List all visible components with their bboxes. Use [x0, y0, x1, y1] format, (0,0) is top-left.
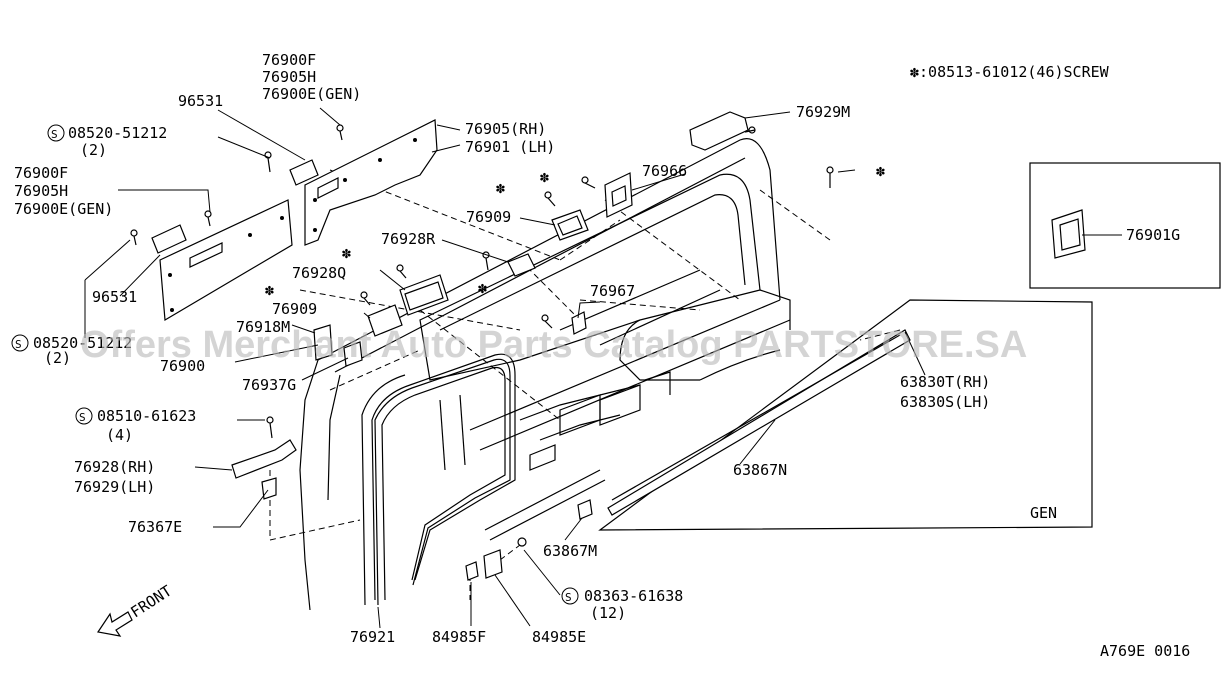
callout-labels: ✽:08513-61012(46)SCREW 76900F 76905H 769…: [14, 51, 1190, 660]
callout-76900E: 76900E(GEN): [14, 200, 113, 218]
callout-76367E: 76367E: [128, 518, 182, 536]
watermark-text: Offers Merchant Auto Parts Catalog PARTS…: [80, 324, 1027, 366]
asterisk-marker: ✽: [478, 279, 487, 297]
callout-76905H: 76905H: [14, 182, 68, 200]
callout-76905H: 76905H: [262, 68, 316, 86]
asterisk-marker: ✽: [265, 281, 274, 299]
callout-76928-rh: 76928(RH): [74, 458, 155, 476]
callout-08520-51212: 08520-51212: [33, 334, 132, 352]
callout-76929-lh: 76929(LH): [74, 478, 155, 496]
callout-08520-51212: 08520-51212: [68, 124, 167, 142]
callout-76900: 76900: [160, 357, 205, 375]
circled-s-symbols: S S S S: [11, 124, 579, 605]
screw-note: ✽:08513-61012(46)SCREW: [910, 63, 1110, 81]
weatherstrip: [374, 358, 511, 606]
small-parts: [231, 111, 749, 581]
gen-inset-box: [598, 299, 1093, 531]
callout-76900E: 76900E(GEN): [262, 85, 361, 103]
callout-76909: 76909: [466, 208, 511, 226]
trim-panel-lower: [159, 199, 293, 322]
callout-76966: 76966: [642, 162, 687, 180]
callout-76900F: 76900F: [14, 164, 68, 182]
svg-text:S: S: [15, 338, 22, 351]
svg-text:S: S: [565, 591, 572, 604]
callout-84985F: 84985F: [432, 628, 486, 646]
svg-text:S: S: [51, 128, 58, 141]
callout-63867M: 63867M: [543, 542, 597, 560]
callout-qty: (4): [106, 426, 133, 444]
callout-76929M: 76929M: [796, 103, 850, 121]
assist-handle: [151, 159, 319, 254]
callout-76918M: 76918M: [236, 318, 290, 336]
callout-76937G: 76937G: [242, 376, 296, 394]
asterisk-marker: ✽: [342, 244, 351, 262]
svg-text:S: S: [79, 411, 86, 424]
callout-qty: (2): [80, 141, 107, 159]
body-side-outline: [299, 138, 791, 611]
callout-63830T: 63830T(RH): [900, 373, 990, 391]
callout-08510-61623: 08510-61623: [97, 407, 196, 425]
callout-76921: 76921: [350, 628, 395, 646]
callout-76909: 76909: [272, 300, 317, 318]
callout-76928R: 76928R: [381, 230, 436, 248]
asterisk-marker: ✽: [540, 168, 549, 186]
asterisk-marker: ✽: [876, 162, 885, 180]
screws: [130, 124, 834, 547]
asterisk-marker: ✽: [496, 179, 505, 197]
callout-63867N: 63867N: [733, 461, 787, 479]
callout-76901G: 76901G: [1126, 226, 1180, 244]
asterisk-markers: ✽ ✽ ✽ ✽ ✽ ✽: [265, 162, 885, 299]
inset-box-76901G: [1029, 162, 1221, 289]
callout-96531: 96531: [92, 288, 137, 306]
callout-76967: 76967: [590, 282, 635, 300]
callout-76900F: 76900F: [262, 51, 316, 69]
callout-84985E: 84985E: [532, 628, 586, 646]
callout-63830S: 63830S(LH): [900, 393, 990, 411]
gen-label: GEN: [1030, 504, 1057, 522]
front-label: FRONT: [127, 582, 175, 622]
callout-leaders: [84, 107, 1122, 629]
callout-76901-lh: 76901 (LH): [465, 138, 555, 156]
callout-76928Q: 76928Q: [292, 264, 346, 282]
callout-76905-rh: 76905(RH): [465, 120, 546, 138]
callout-96531: 96531: [178, 92, 223, 110]
figure-code: A769E 0016: [1100, 642, 1190, 660]
callout-08363-61638: 08363-61638: [584, 587, 683, 605]
callout-qty: (12): [590, 604, 626, 622]
front-arrow: FRONT: [96, 582, 175, 637]
callout-qty: (2): [44, 349, 71, 367]
trim-panel-upper: [304, 119, 438, 246]
